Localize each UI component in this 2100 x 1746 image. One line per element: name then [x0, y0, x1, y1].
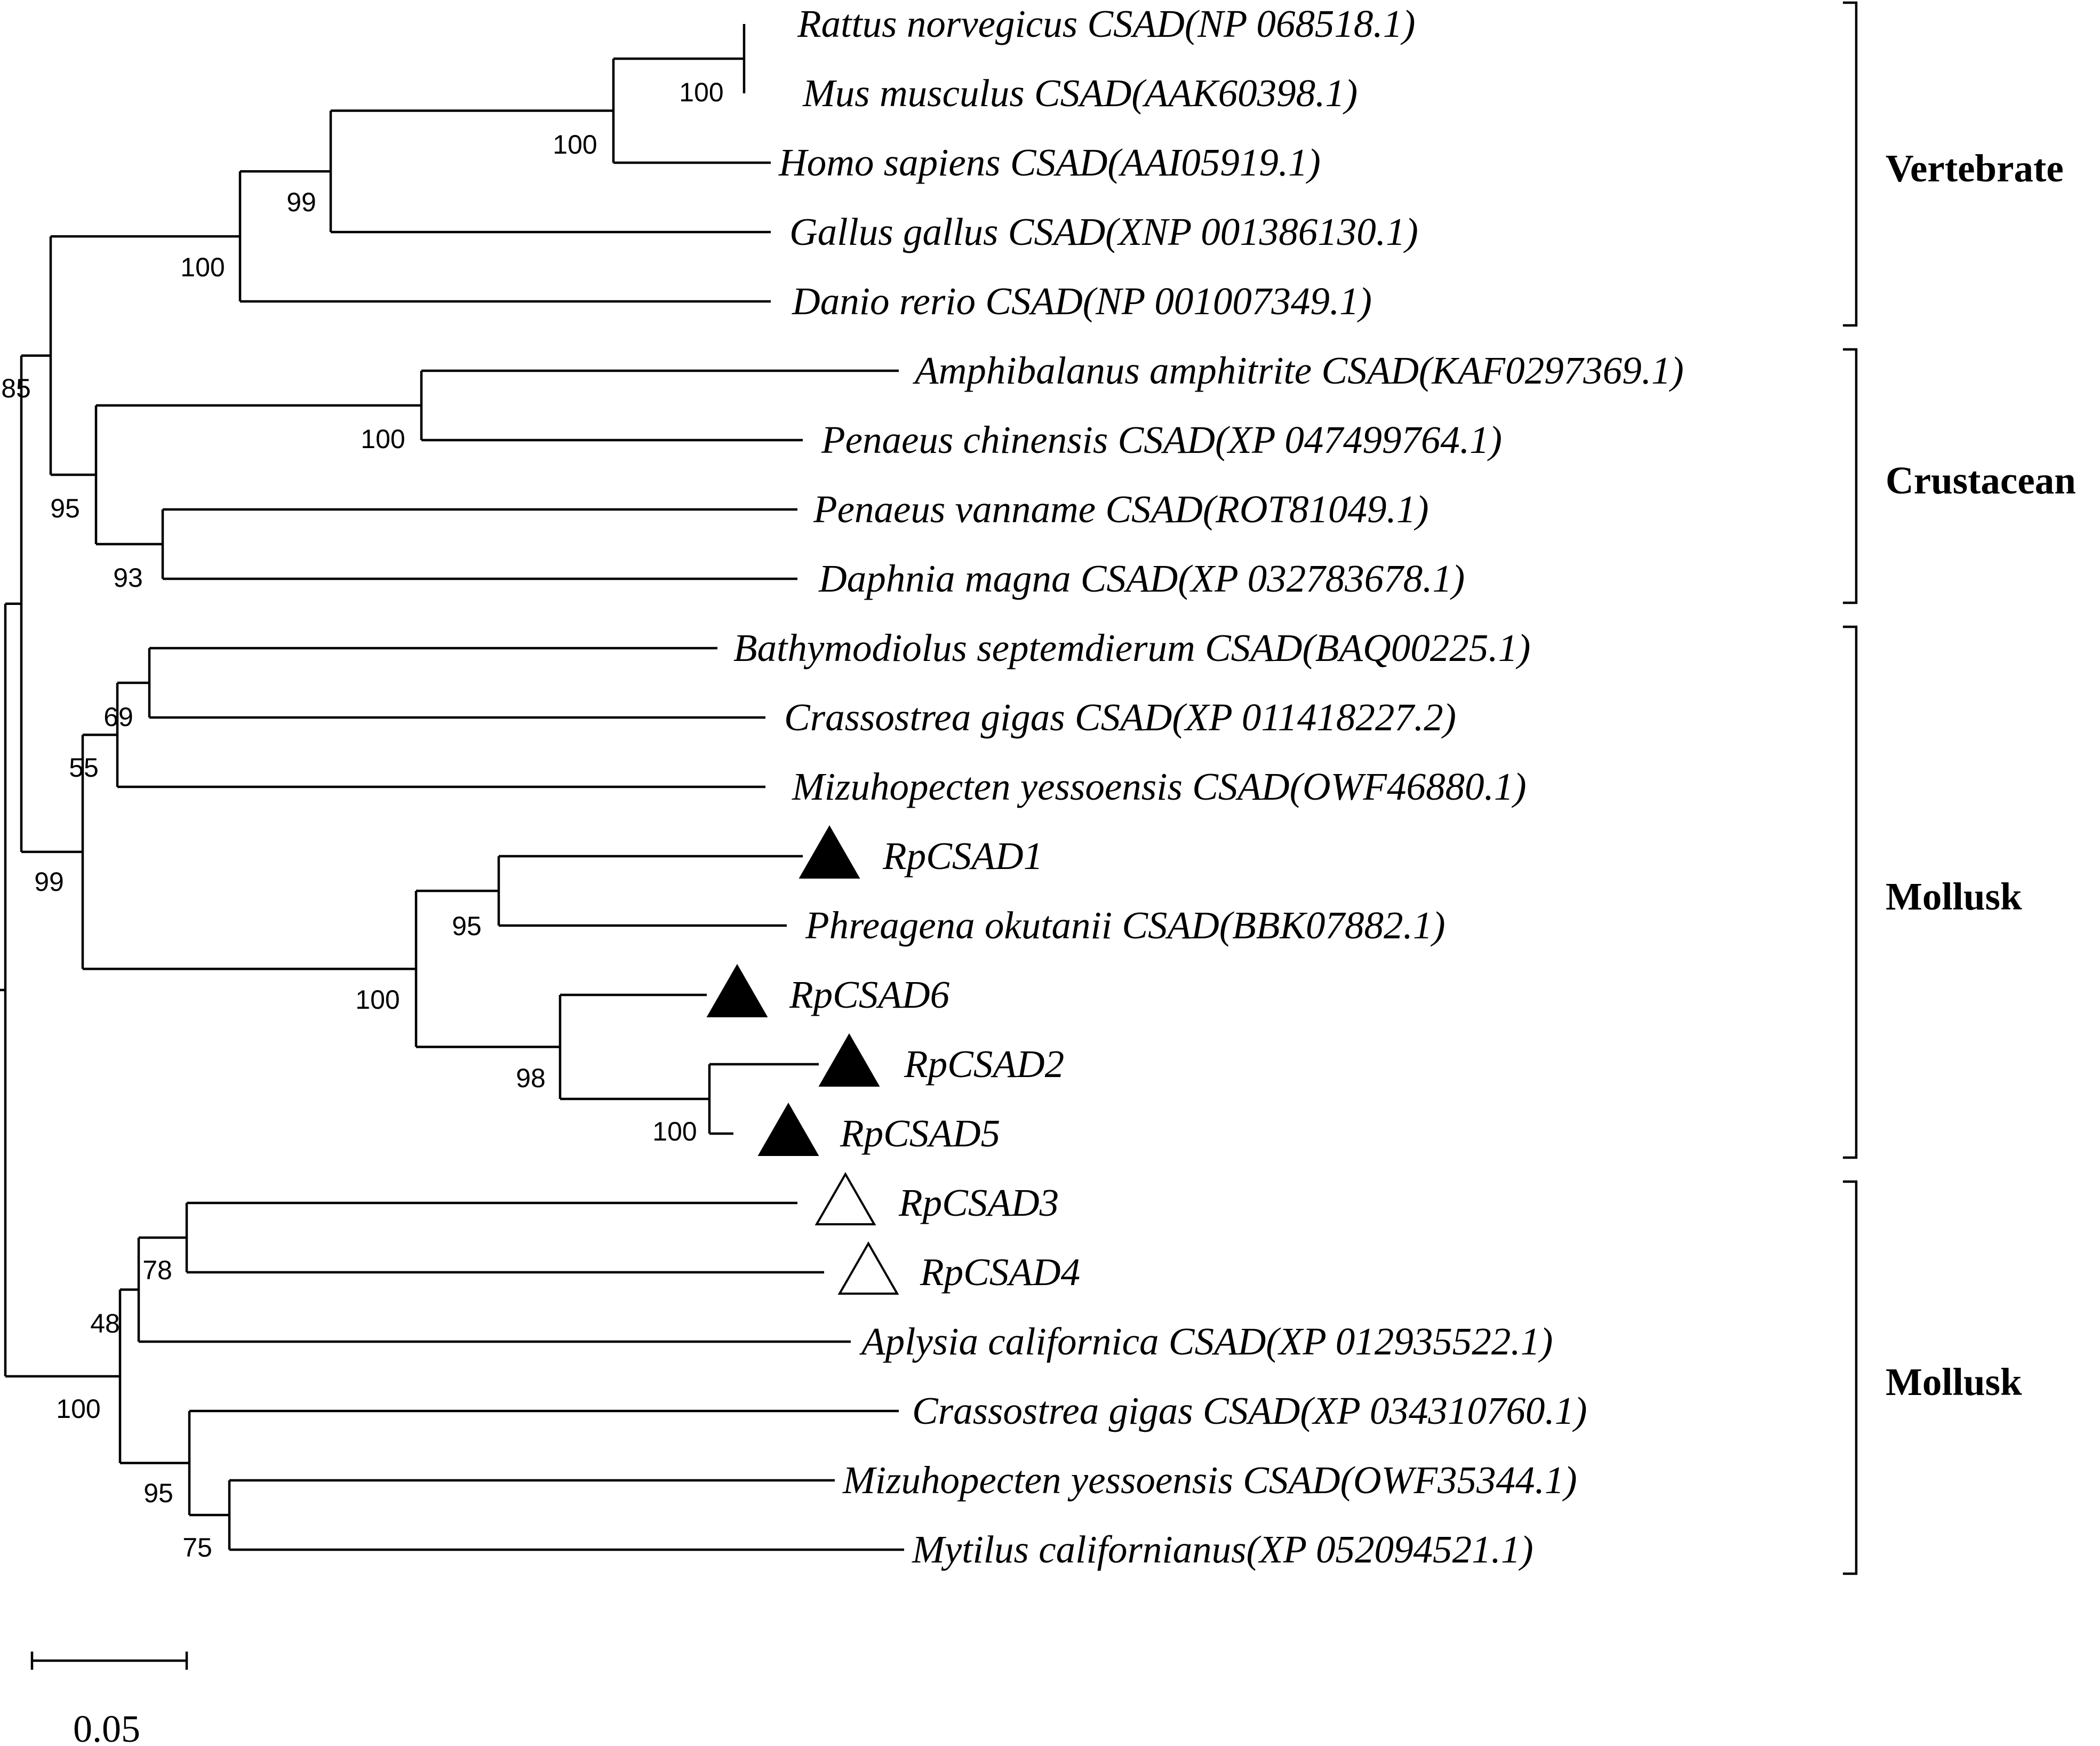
leaf-label: Mizuhopecten yessoensis CSAD(OWF46880.1): [792, 765, 1527, 808]
leaf-label: Crassostrea gigas CSAD(XP 011418227.2): [784, 696, 1456, 739]
group-label: Mollusk: [1886, 875, 2022, 918]
bootstrap-value: 48: [90, 1309, 120, 1338]
leaf-markers: [706, 825, 899, 1295]
leaf-labels: Rattus norvegicus CSAD(NP 068518.1) Mus m…: [733, 2, 1684, 1571]
bootstrap-value: 100: [652, 1117, 697, 1146]
bootstrap-value: 95: [50, 493, 80, 523]
leaf-label: RpCSAD2: [904, 1042, 1064, 1086]
filled-triangle-icon: [799, 825, 860, 879]
bootstrap-value: 98: [516, 1063, 546, 1093]
open-triangle-icon: [837, 1241, 899, 1295]
filled-triangle-icon: [818, 1033, 880, 1087]
leaf-label: Crassostrea gigas CSAD(XP 034310760.1): [912, 1389, 1587, 1432]
bootstrap-value: 95: [452, 911, 482, 941]
group-bracket: [1843, 1180, 1858, 1575]
bootstrap-value: 99: [286, 187, 316, 217]
bootstrap-value: 99: [34, 867, 64, 897]
bootstrap-value: 69: [103, 702, 133, 732]
bootstrap-value: 100: [355, 985, 400, 1015]
leaf-label: Mytilus californianus(XP 052094521.1): [912, 1528, 1534, 1571]
leaf-label: Amphibalanus amphitrite CSAD(KAF0297369.…: [913, 349, 1684, 392]
leaf-label: Mus musculus CSAD(AAK60398.1): [802, 71, 1358, 115]
leaf-label: Aplysia californica CSAD(XP 012935522.1): [859, 1320, 1553, 1363]
group-label: Vertebrate: [1886, 147, 2064, 190]
bootstrap-value: 93: [113, 563, 143, 593]
open-triangle-icon: [815, 1171, 876, 1225]
leaf-label: Penaeus vanname CSAD(ROT81049.1): [813, 488, 1429, 531]
bootstrap-value: 55: [69, 753, 99, 783]
leaf-label: Daphnia magna CSAD(XP 032783678.1): [818, 557, 1465, 600]
leaf-label: Danio rerio CSAD(NP 001007349.1): [792, 280, 1372, 323]
leaf-label: RpCSAD3: [898, 1181, 1059, 1224]
group-bracket: [1843, 348, 1858, 604]
leaf-label: RpCSAD4: [920, 1250, 1080, 1294]
leaf-label: RpCSAD5: [840, 1112, 1000, 1155]
leaf-label: Rattus norvegicus CSAD(NP 068518.1): [797, 2, 1415, 45]
group-bracket: [1843, 1, 1858, 327]
group-label: Mollusk: [1886, 1360, 2022, 1404]
leaf-label: Penaeus chinensis CSAD(XP 047499764.1): [821, 418, 1502, 461]
group-label: Crustacean: [1886, 459, 2076, 502]
filled-triangle-icon: [757, 1102, 819, 1156]
leaf-label: RpCSAD1: [882, 834, 1043, 878]
tree-branches: [0, 24, 904, 1551]
leaf-label: RpCSAD6: [789, 973, 950, 1016]
bootstrap-value: 75: [182, 1533, 212, 1562]
bootstrap-value: 95: [143, 1478, 173, 1508]
scale-bar: 0.05: [30, 1652, 188, 1746]
bootstrap-value: 100: [180, 252, 225, 282]
leaf-label: Mizuhopecten yessoensis CSAD(OWF35344.1): [842, 1458, 1577, 1502]
bootstrap-value: 100: [361, 424, 405, 454]
leaf-label: Gallus gallus CSAD(XNP 001386130.1): [789, 210, 1418, 253]
filled-triangle-icon: [706, 963, 768, 1017]
group-brackets: [1843, 1, 1858, 1575]
group-bracket: [1843, 625, 1858, 1159]
bootstrap-value: 100: [679, 77, 723, 107]
leaf-label: Bathymodiolus septemdierum CSAD(BAQ00225…: [733, 626, 1530, 669]
leaf-label: Homo sapiens CSAD(AAI05919.1): [778, 141, 1321, 184]
bootstrap-value: 78: [142, 1255, 172, 1285]
bootstrap-value: 100: [553, 130, 597, 160]
leaf-label: Phreagena okutanii CSAD(BBK07882.1): [805, 904, 1446, 947]
bootstrap-value: 85: [1, 373, 31, 403]
scale-bar-label: 0.05: [73, 1708, 140, 1746]
bootstrap-value: 100: [56, 1394, 100, 1424]
